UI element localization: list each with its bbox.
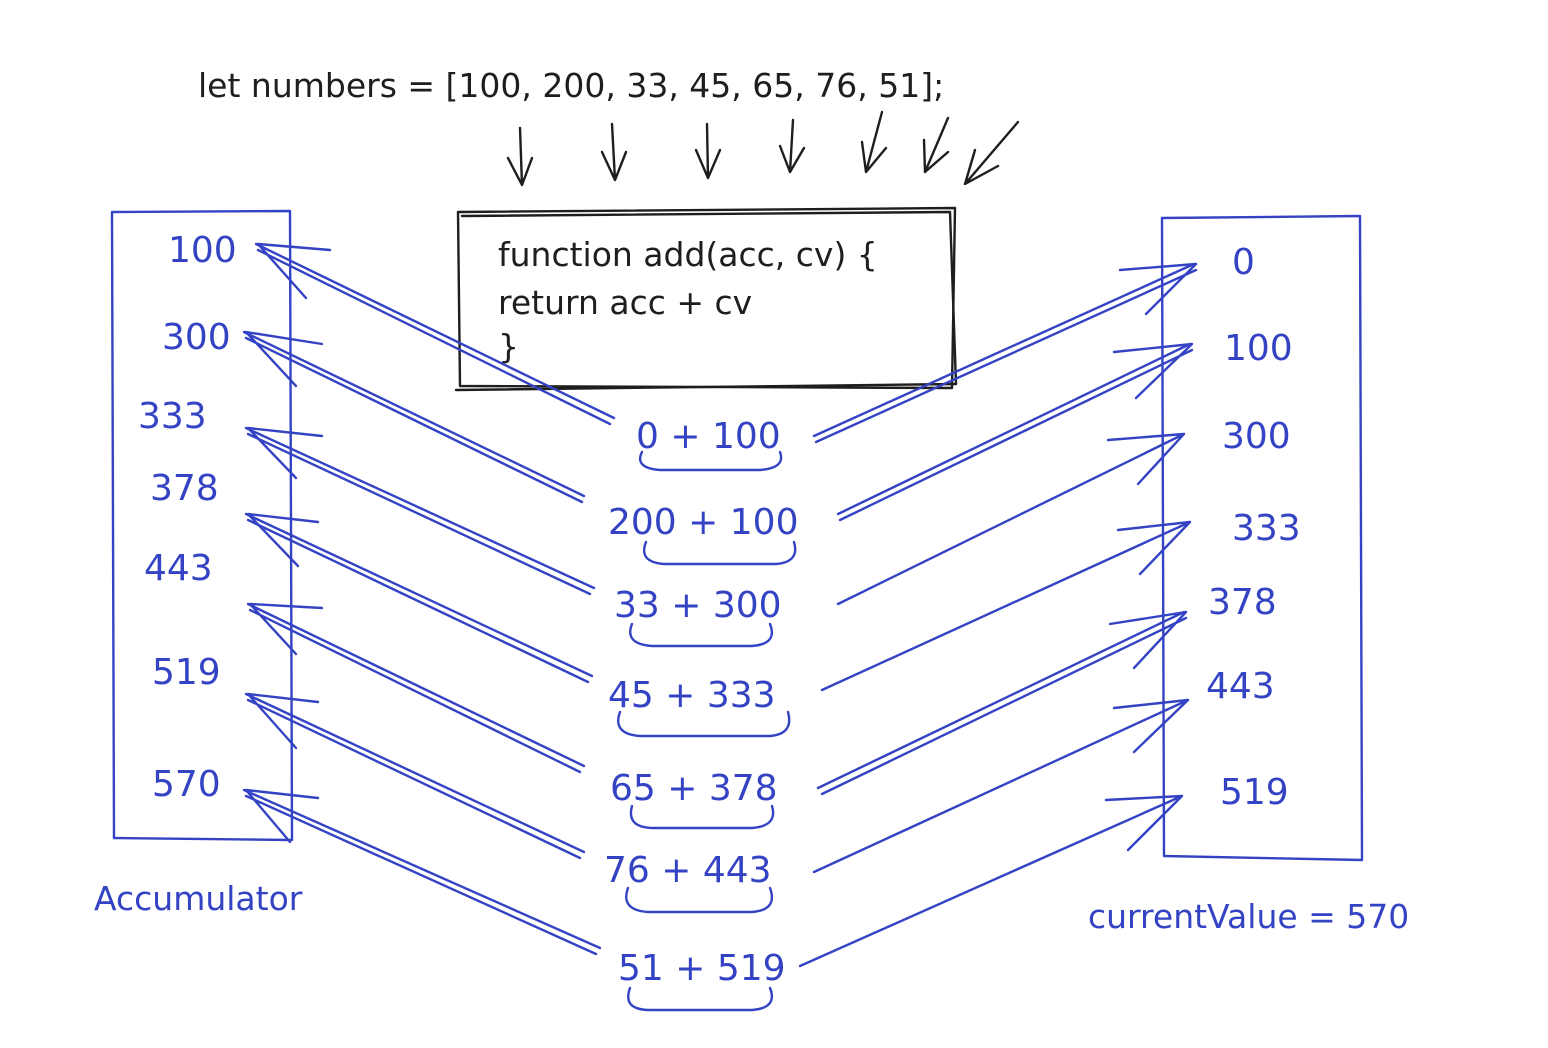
- current-value-label: currentValue = 570: [1088, 897, 1409, 936]
- accumulator-value: 378: [150, 468, 219, 509]
- function-close: }: [498, 327, 519, 366]
- accumulator-label: Accumulator: [94, 879, 303, 918]
- down-arrow-icon: [506, 126, 534, 187]
- current-value: 519: [1220, 772, 1289, 813]
- step-brackets: [617, 450, 797, 1012]
- accumulator-value: 100: [168, 230, 237, 271]
- accumulator-value: 443: [144, 548, 213, 589]
- accumulator-value: 519: [152, 652, 221, 693]
- bracket: [638, 450, 783, 472]
- current-value: 378: [1208, 582, 1277, 623]
- down-arrow-icon: [860, 110, 888, 174]
- accumulator-value: 333: [138, 396, 207, 437]
- down-arrow-icon: [778, 118, 806, 174]
- current-value-column: 0 100 300 333 378 443 519 currentValue =…: [1088, 214, 1409, 936]
- current-value: 443: [1206, 666, 1275, 707]
- arrow-left-icon: [244, 692, 586, 860]
- step-expression: 33 + 300: [614, 585, 782, 626]
- step-expression: 0 + 100: [636, 416, 781, 457]
- arrow-right-icon: [816, 610, 1188, 796]
- bracket: [617, 710, 791, 738]
- arrow-left-icon: [244, 512, 594, 684]
- arrow-left-icon: [242, 788, 602, 956]
- function-box: function add(acc, cv) { return acc + cv …: [454, 206, 958, 392]
- arrow-right-icon: [812, 698, 1190, 874]
- accumulator-arrows: [242, 242, 616, 956]
- current-value: 100: [1224, 328, 1293, 369]
- bracket: [627, 986, 774, 1012]
- accumulator-value: 300: [162, 317, 231, 358]
- step-expression: 76 + 443: [604, 850, 772, 891]
- current-value: 300: [1222, 416, 1291, 457]
- arrow-right-icon: [798, 794, 1184, 968]
- numbers-declaration: let numbers = [100, 200, 33, 45, 65, 76,…: [198, 66, 944, 105]
- current-value: 333: [1232, 508, 1301, 549]
- current-value: 0: [1232, 242, 1255, 283]
- bracket: [642, 540, 797, 566]
- down-arrow-icon: [694, 122, 722, 180]
- input-arrows: [506, 110, 1020, 187]
- bracket: [629, 622, 774, 648]
- arrow-left-icon: [242, 330, 586, 504]
- step-expression: 51 + 519: [618, 948, 786, 989]
- bracket: [629, 804, 775, 830]
- step-expression: 45 + 333: [608, 675, 776, 716]
- arrow-right-icon: [836, 432, 1186, 606]
- down-arrow-icon: [600, 122, 628, 182]
- arrow-right-icon: [820, 520, 1192, 692]
- arrow-left-icon: [254, 242, 616, 426]
- step-expression: 65 + 378: [610, 768, 778, 809]
- down-arrow-icon: [922, 116, 950, 174]
- current-value-arrows: [798, 262, 1198, 968]
- step-expressions: 0 + 100 200 + 100 33 + 300 45 + 333 65 +…: [604, 416, 798, 989]
- accumulator-value: 570: [152, 764, 221, 805]
- arrow-right-icon: [836, 342, 1194, 522]
- accumulator-column: 100 300 333 378 443 519 570 Accumulator: [94, 209, 303, 918]
- arrow-left-icon: [246, 602, 586, 774]
- step-expression: 200 + 100: [608, 502, 798, 543]
- arrow-right-icon: [812, 262, 1198, 444]
- arrow-left-icon: [244, 426, 596, 596]
- down-arrow-icon: [963, 120, 1020, 186]
- function-signature: function add(acc, cv) {: [498, 235, 878, 274]
- function-body: return acc + cv: [498, 283, 752, 322]
- bracket: [625, 886, 774, 914]
